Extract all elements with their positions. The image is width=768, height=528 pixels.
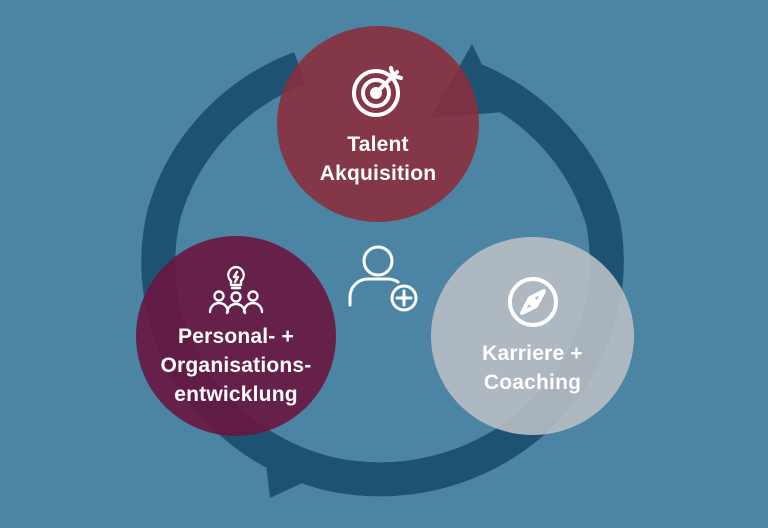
personnel-org-development-circle: Personal- + Organisations- entwicklung xyxy=(136,236,336,436)
talent-label-line1: Talent xyxy=(347,133,409,156)
karriere-label-line2: Coaching xyxy=(483,371,582,394)
career-coaching-circle: Karriere + Coaching xyxy=(431,237,634,435)
team-idea-icon xyxy=(207,264,265,316)
personal-label-line2: Organisations- xyxy=(160,353,312,377)
karriere-label-line1: Karriere + xyxy=(482,342,583,365)
talent-label-line2: Akquisition xyxy=(319,162,437,185)
compass-icon xyxy=(506,275,560,329)
target-icon xyxy=(349,62,407,120)
personal-label-line3: entwicklung xyxy=(174,382,298,406)
talent-acquisition-circle: Talent Akquisition xyxy=(277,26,479,222)
add-user-icon xyxy=(344,241,424,321)
arrowhead-bottom-left xyxy=(262,430,330,498)
cycle-ring xyxy=(141,52,624,497)
personal-label-line1: Personal- + xyxy=(178,324,294,348)
